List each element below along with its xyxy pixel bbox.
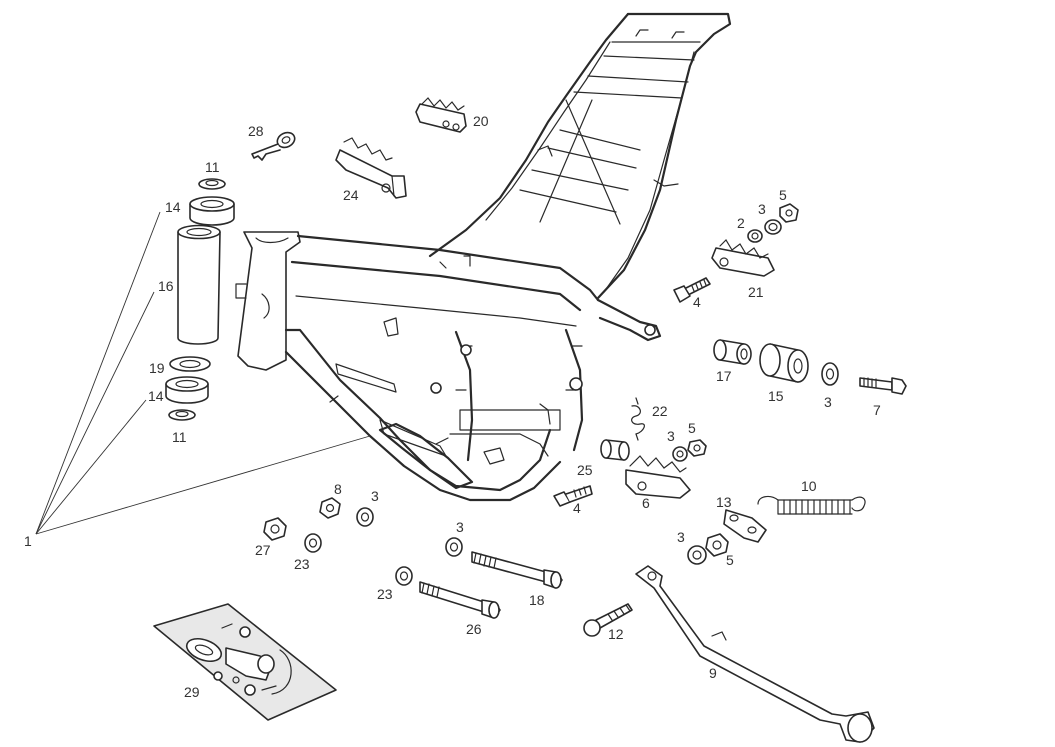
callout-5: 5 <box>688 420 696 436</box>
callout-1: 1 <box>24 533 32 549</box>
callout-4: 4 <box>693 294 701 310</box>
callout-14: 14 <box>148 388 164 404</box>
callout-23: 23 <box>294 556 310 572</box>
callout-18: 18 <box>529 592 545 608</box>
bolt-18 <box>471 551 563 589</box>
callout-14: 14 <box>165 199 181 215</box>
callout-10: 10 <box>801 478 817 494</box>
callout-21: 21 <box>748 284 764 300</box>
kickstand-9 <box>635 565 875 743</box>
main-frame <box>235 12 732 502</box>
callout-3: 3 <box>824 394 832 410</box>
footpeg-21 <box>711 239 775 277</box>
callout-3: 3 <box>456 519 464 535</box>
steering-stack <box>165 178 235 421</box>
callout-16: 16 <box>158 278 174 294</box>
callout-5: 5 <box>779 187 787 203</box>
ignition-key <box>251 131 296 161</box>
callout-13: 13 <box>716 494 732 510</box>
bolt-7 <box>859 377 907 395</box>
callout-24: 24 <box>343 187 359 203</box>
callout-6: 6 <box>642 495 650 511</box>
footpeg-20 <box>415 97 467 133</box>
callout-17: 17 <box>716 368 732 384</box>
callout-15: 15 <box>768 388 784 404</box>
bolt-4-upper <box>673 277 711 303</box>
callout-28: 28 <box>248 123 264 139</box>
callout-3: 3 <box>758 201 766 217</box>
callout-11: 11 <box>172 429 187 445</box>
bushing-17 <box>713 339 752 365</box>
callout-5: 5 <box>726 552 734 568</box>
washer-3-mid <box>821 362 839 386</box>
hardware-21 <box>747 203 799 243</box>
callout-9: 9 <box>709 665 717 681</box>
callout-27: 27 <box>255 542 271 558</box>
callout-25: 25 <box>577 462 593 478</box>
leader-lines <box>35 211 371 535</box>
hardware-6 <box>672 439 707 462</box>
callout-3: 3 <box>371 488 379 504</box>
hardware-bag-29 <box>153 603 337 721</box>
footpeg-24 <box>335 137 407 199</box>
callout-19: 19 <box>149 360 165 376</box>
hardware-13 <box>687 533 729 565</box>
spring-22 <box>631 397 645 441</box>
hardware-left <box>263 497 463 586</box>
footpeg-6 <box>625 455 691 499</box>
callout-4: 4 <box>573 500 581 516</box>
callout-12: 12 <box>608 626 624 642</box>
callout-3: 3 <box>667 428 675 444</box>
callout-8: 8 <box>334 481 342 497</box>
callout-labels: 1 2 3 3 3 3 3 3 4 4 5 5 5 6 7 8 9 10 11 … <box>24 113 881 700</box>
plate-13 <box>723 509 767 543</box>
callout-20: 20 <box>473 113 489 129</box>
bolt-12 <box>583 603 633 637</box>
callout-2: 2 <box>737 215 745 231</box>
callout-11: 11 <box>205 159 220 175</box>
bushing-15 <box>759 343 809 383</box>
bolt-4-lower <box>553 485 593 507</box>
bolt-26 <box>419 581 501 619</box>
callout-29: 29 <box>184 684 200 700</box>
callout-23: 23 <box>377 586 393 602</box>
callout-26: 26 <box>466 621 482 637</box>
callout-22: 22 <box>652 403 668 419</box>
bushing-25 <box>600 439 630 461</box>
callout-3: 3 <box>677 529 685 545</box>
spring-10 <box>757 495 866 515</box>
callout-7: 7 <box>873 402 881 418</box>
